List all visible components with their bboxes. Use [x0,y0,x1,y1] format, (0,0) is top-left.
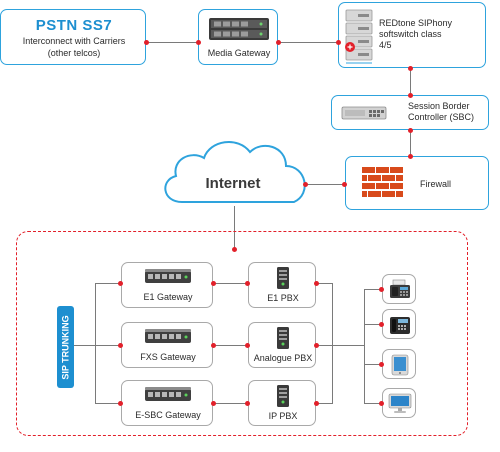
gateway-label-fxs: FXS Gateway [140,352,196,362]
media-gateway-label: Media Gateway [207,48,271,58]
connector-dot [408,93,413,98]
connector-dot [408,154,413,159]
pbx-label-e1: E1 PBX [267,293,299,303]
pbx-box-ip[interactable]: IP PBX [248,380,316,426]
sbc-device-icon [341,106,387,120]
server-tower-icon [345,9,373,64]
line-gateway-pbx-2 [213,345,248,346]
connector-dot [245,343,250,348]
connector-dot [118,401,123,406]
connector-dot [211,401,216,406]
line-sip-to-gateway-3 [95,403,121,404]
line-pbx-bus-2 [316,345,364,346]
line-gateway-pbx-3 [213,403,248,404]
pstn-ss7-box[interactable]: PSTN SS7 Interconnect with Carriers (oth… [0,9,146,65]
connector-dot [408,66,413,71]
connector-dot [314,281,319,286]
tablet-icon [391,354,409,376]
line-sip-bracket [95,283,96,404]
pstn-title: PSTN SS7 [35,17,113,34]
line-media-softswitch [278,42,338,43]
firewall-box[interactable]: Firewall [345,156,489,210]
connector-dot [379,322,384,327]
connector-dot [144,40,149,45]
line-to-device-3 [364,364,382,365]
firewall-label: Firewall [420,179,452,189]
line-to-device-1 [364,289,382,290]
line-device-bus [364,289,365,404]
connector-dot [336,40,341,45]
sbc-box[interactable]: Session Border Controller (SBC) [331,95,489,130]
device-box-desk-phone[interactable] [382,309,416,339]
pbx-label-ip: IP PBX [268,411,298,421]
connector-dot [314,343,319,348]
connector-dot [118,343,123,348]
connector-dot [314,401,319,406]
device-box-tablet[interactable] [382,349,416,379]
softswitch-line3: 4/5 [379,40,392,50]
gateway-label-e1: E1 Gateway [143,292,193,302]
line-sip-to-gateway-1 [95,283,121,284]
desktop-computer-icon [388,393,412,413]
server-rack-icon [209,18,269,40]
sip-trunking-label: SIP TRUNKING [60,315,71,380]
line-to-device-2 [364,324,382,325]
line-internet-firewall [305,184,345,185]
gateway-box-fxs[interactable]: FXS Gateway [121,322,213,368]
sip-trunking-badge [57,306,74,388]
softswitch-line2: softswitch class [379,29,442,39]
line-pbx-vertical [332,283,333,404]
pbx-box-analogue[interactable]: Analogue PBX [248,322,316,368]
line-sip-to-gateway-2 [74,345,121,346]
line-gateway-pbx-1 [213,283,248,284]
sbc-line1: Session Border [408,101,470,111]
connector-dot [379,401,384,406]
firewall-icon [362,167,403,197]
internet-label: Internet [205,175,261,192]
pbx-tower-icon [277,267,289,289]
gateway-box-esbc[interactable]: E-SBC Gateway [121,380,213,426]
connector-dot [211,343,216,348]
connector-dot [196,40,201,45]
line-softswitch-sbc [410,68,411,95]
connector-dot [245,281,250,286]
softswitch-line1: REDtone SIPhony [379,18,453,28]
connector-dot [245,401,250,406]
connector-dot [211,281,216,286]
connector-dot [276,40,281,45]
pbx-tower-icon [277,327,289,349]
pbx-box-e1[interactable]: E1 PBX [248,262,316,308]
gateway-label-esbc: E-SBC Gateway [135,410,201,420]
network-switch-icon [145,329,191,343]
network-switch-icon [145,269,191,283]
network-switch-icon [145,387,191,401]
device-box-desktop[interactable] [382,388,416,418]
sbc-line2: Controller (SBC) [408,112,475,122]
connector-dot [379,362,384,367]
pstn-line1: Interconnect with Carriers [22,36,126,46]
line-pstn-media [146,42,198,43]
connector-dot [342,182,347,187]
connector-dot [379,287,384,292]
gateway-box-e1[interactable]: E1 Gateway [121,262,213,308]
connector-dot [303,182,308,187]
fax-phone-icon [390,279,410,298]
device-box-fax[interactable] [382,274,416,304]
line-pbx-bus-1 [316,283,332,284]
connector-dot [232,247,237,252]
connector-dot [118,281,123,286]
enterprise-network-container [16,231,468,436]
desk-phone-icon [390,317,410,334]
softswitch-box[interactable]: REDtone SIPhony softswitch class 4/5 [338,2,486,68]
pbx-label-analogue: Analogue PBX [253,353,313,363]
line-to-device-4 [364,403,382,404]
internet-cloud-icon [164,140,306,203]
connector-dot [408,128,413,133]
media-gateway-box[interactable]: Media Gateway [198,9,278,65]
pbx-tower-icon [277,385,289,407]
line-pbx-bus-3 [316,403,332,404]
line-sbc-firewall [410,130,411,156]
pstn-line2: (other telcos) [47,48,101,58]
line-internet-enterprise [234,206,235,250]
